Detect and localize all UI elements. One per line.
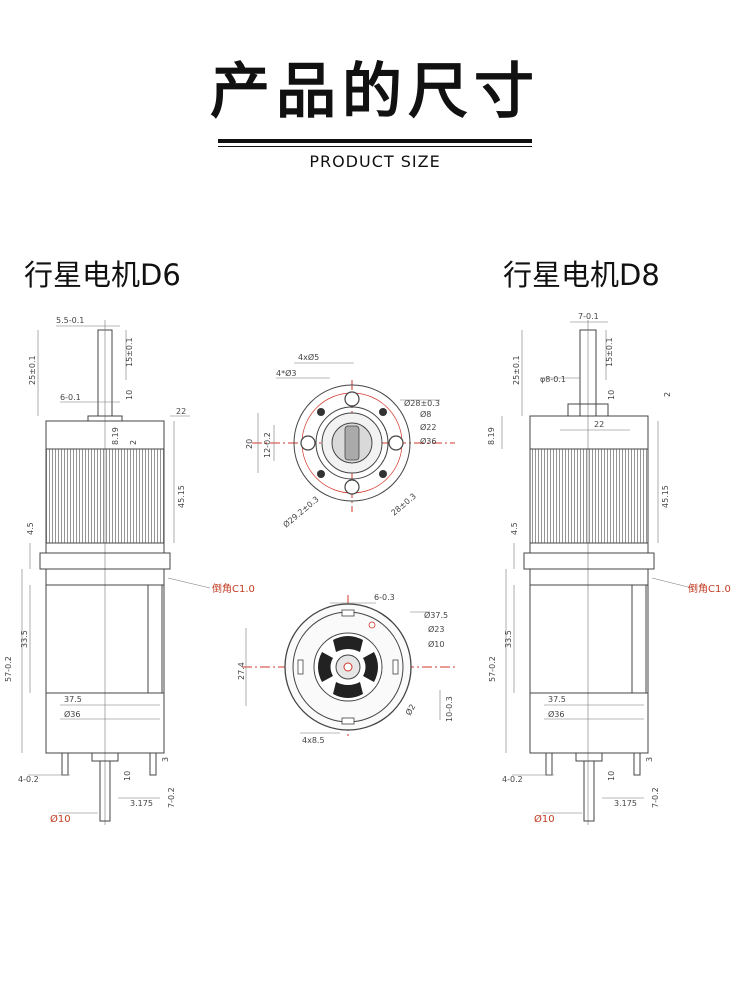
svg-text:25±0.1: 25±0.1 — [512, 355, 521, 385]
svg-text:57-0.2: 57-0.2 — [488, 656, 497, 682]
svg-text:12-0.2: 12-0.2 — [263, 432, 272, 458]
svg-text:3: 3 — [645, 757, 654, 762]
svg-text:6-0.1: 6-0.1 — [60, 393, 81, 402]
mount-hole-2 — [379, 408, 387, 416]
svg-text:8.19: 8.19 — [487, 427, 496, 445]
svg-text:20: 20 — [245, 439, 254, 449]
screw-hole-right — [388, 435, 404, 451]
svg-text:Ø2: Ø2 — [403, 702, 417, 717]
svg-text:Ø8: Ø8 — [420, 409, 431, 419]
terminal-bottom — [341, 717, 355, 725]
svg-text:Ø36: Ø36 — [420, 436, 436, 446]
chamfer-note-right: 倒角C1.0 — [688, 583, 731, 595]
mount-hole-3 — [317, 470, 325, 478]
svg-text:15±0.1: 15±0.1 — [605, 337, 614, 367]
model-label-right: 行星电机D8 — [503, 258, 660, 292]
screw-hole-left — [300, 435, 316, 451]
top-end-view: 4xØ5 4*Ø3 Ø28±0.3 Ø8 Ø22 Ø36 20 12-0.2 Ø… — [245, 352, 455, 530]
gearbox-knurl-left — [45, 448, 165, 544]
svg-text:Ø23: Ø23 — [428, 624, 444, 634]
svg-text:4*Ø3: 4*Ø3 — [276, 368, 296, 378]
svg-text:25±0.1: 25±0.1 — [28, 355, 37, 385]
bottom-end-view: 6-0.3 Ø37.5 Ø23 Ø10 27.4 10-0.3 Ø2 4x8.5 — [237, 593, 458, 745]
title-rule-thick — [218, 139, 532, 143]
svg-text:Ø36: Ø36 — [64, 709, 80, 719]
motor-can-right — [529, 568, 649, 754]
svg-text:10: 10 — [607, 771, 616, 781]
svg-text:37.5: 37.5 — [64, 695, 82, 704]
gearbox-knurl-right — [529, 448, 649, 544]
flange-outer-circle — [293, 384, 411, 502]
svg-text:3.175: 3.175 — [130, 799, 153, 808]
page-title: 产品的尺寸 — [210, 57, 540, 127]
svg-text:Ø10: Ø10 — [428, 639, 444, 649]
screw-hole-bottom — [344, 479, 360, 495]
svg-text:2: 2 — [129, 440, 138, 445]
dim-shaft-width: 5.5-0.1 — [56, 316, 84, 325]
svg-text:10: 10 — [607, 390, 616, 400]
svg-text:22: 22 — [594, 420, 604, 429]
svg-text:4x8.5: 4x8.5 — [302, 736, 325, 745]
svg-text:22: 22 — [176, 407, 186, 416]
model-label-left: 行星电机D6 — [24, 258, 181, 292]
svg-text:Ø22: Ø22 — [420, 422, 436, 432]
svg-text:28±0.3: 28±0.3 — [390, 492, 418, 518]
svg-text:33.5: 33.5 — [20, 630, 29, 648]
svg-text:7-0.2: 7-0.2 — [651, 787, 660, 808]
svg-text:7-0.1: 7-0.1 — [578, 312, 599, 321]
svg-text:8.19: 8.19 — [111, 427, 120, 445]
rear-shaft-right — [583, 760, 595, 822]
chamfer-note-left: 倒角C1.0 — [212, 583, 255, 595]
side-view-right: 7-0.1 25±0.1 15±0.1 φ8-0.1 10 2 22 8.19 … — [487, 312, 731, 825]
svg-text:33.5: 33.5 — [504, 630, 513, 648]
brush-top — [333, 636, 363, 652]
shaft-bore-key — [344, 425, 360, 461]
page-subtitle: PRODUCT SIZE — [309, 152, 441, 171]
svg-text:45.15: 45.15 — [177, 485, 186, 508]
svg-text:3: 3 — [161, 757, 170, 762]
svg-text:45.15: 45.15 — [661, 485, 670, 508]
svg-text:Ø36: Ø36 — [548, 709, 564, 719]
svg-text:4.5: 4.5 — [26, 522, 35, 535]
screw-hole-top — [344, 391, 360, 407]
svg-text:4-0.2: 4-0.2 — [18, 775, 39, 784]
svg-text:Ø10: Ø10 — [50, 813, 71, 825]
title-rule-thin — [218, 146, 532, 147]
svg-text:10-0.3: 10-0.3 — [445, 696, 454, 722]
svg-text:3.175: 3.175 — [614, 799, 637, 808]
svg-text:Ø29.2±0.3: Ø29.2±0.3 — [281, 494, 321, 530]
svg-text:4xØ5: 4xØ5 — [298, 352, 319, 362]
svg-text:6-0.3: 6-0.3 — [374, 593, 395, 602]
brush-bottom — [333, 682, 363, 698]
svg-text:7-0.2: 7-0.2 — [167, 787, 176, 808]
svg-text:10: 10 — [123, 771, 132, 781]
svg-text:4-0.2: 4-0.2 — [502, 775, 523, 784]
mount-hole-4 — [379, 470, 387, 478]
svg-text:37.5: 37.5 — [548, 695, 566, 704]
svg-text:Ø28±0.3: Ø28±0.3 — [404, 398, 440, 408]
svg-text:57-0.2: 57-0.2 — [4, 656, 13, 682]
terminal-top — [341, 609, 355, 617]
mount-hole-1 — [317, 408, 325, 416]
svg-text:10: 10 — [125, 390, 134, 400]
svg-text:Ø37.5: Ø37.5 — [424, 610, 448, 620]
svg-text:2: 2 — [663, 392, 672, 397]
svg-text:27.4: 27.4 — [237, 662, 246, 680]
svg-text:Ø10: Ø10 — [534, 813, 555, 825]
side-view-left: 5.5-0.1 25±0.1 15±0.1 6-0.1 10 22 8.19 2… — [4, 316, 255, 825]
svg-text:φ8-0.1: φ8-0.1 — [540, 375, 566, 384]
rear-shaft-left — [99, 760, 111, 822]
svg-text:15±0.1: 15±0.1 — [125, 337, 134, 367]
gearbox-head-right — [529, 415, 649, 450]
svg-text:4.5: 4.5 — [510, 522, 519, 535]
